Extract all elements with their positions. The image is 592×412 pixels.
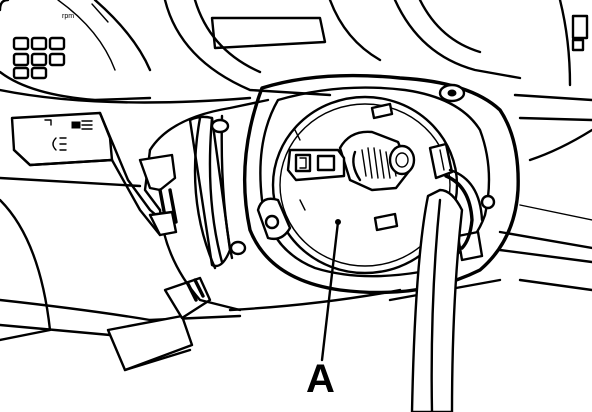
callout-leader-line [320,220,340,362]
horn-connector-body [428,142,454,180]
knee-panel [0,198,52,342]
shaft-end [388,144,416,176]
left-gauge-bezel [0,0,152,102]
column-shroud [138,98,270,312]
instrument-cluster: rpm [0,0,592,292]
stalk-tip [10,111,114,167]
right-gauge [558,0,572,87]
housing-screw-top [210,118,230,134]
gauge-marking: rpm [62,13,74,20]
warning-lamp-grid [12,36,66,80]
fog-light-icon [52,137,67,151]
hub-outer-flange [242,73,520,295]
wire-bundle [410,188,464,412]
horn-connector [428,142,484,262]
right-indicator [571,14,589,40]
gauge-needle [91,3,109,23]
wiper-stalk [106,276,212,372]
hub-screw-right [480,194,496,210]
center-gauge-right [328,0,382,62]
clip-top [370,102,394,120]
clip-bottom [373,212,399,232]
headlight-icon [71,120,93,130]
airbag-connector [286,148,346,182]
housing-screw-bottom [229,240,247,256]
wiper-stalk-tip [106,314,194,372]
wire-loop [444,174,474,250]
callout-a: A [306,219,341,401]
steering-hub [242,73,520,295]
display-window [210,16,327,50]
stalk-mount-upper [138,153,177,192]
center-gauge-left [163,0,332,97]
callout-letter: A [306,357,335,401]
wiring-harness [410,168,484,412]
shaft-collar [338,130,412,192]
steering-shaft [338,130,416,192]
callout-dot [335,219,341,225]
